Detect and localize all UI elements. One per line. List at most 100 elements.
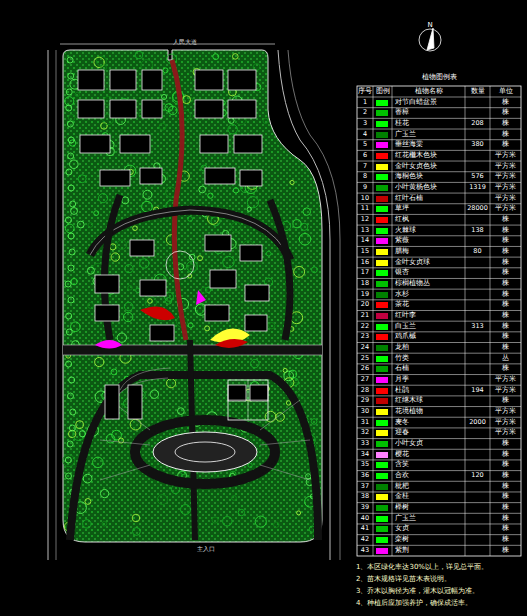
unit-cell: 株 bbox=[502, 247, 509, 257]
unit-cell: 平方米 bbox=[495, 172, 516, 182]
legend-swatch bbox=[376, 494, 388, 500]
row-number: 16 bbox=[361, 258, 369, 268]
legend-swatch bbox=[376, 462, 388, 468]
row-number: 43 bbox=[361, 546, 369, 556]
row-number: 31 bbox=[361, 418, 369, 428]
plant-name: 樱花 bbox=[395, 450, 409, 460]
unit-cell: 株 bbox=[502, 290, 509, 300]
quantity-cell: 138 bbox=[471, 226, 483, 236]
row-number: 42 bbox=[361, 535, 369, 545]
plant-name: 红花檵木色块 bbox=[395, 151, 437, 161]
legend-swatch bbox=[376, 356, 388, 362]
row-number: 7 bbox=[363, 162, 367, 172]
row-number: 2 bbox=[363, 108, 367, 118]
quantity-cell: 208 bbox=[471, 119, 483, 129]
row-number: 33 bbox=[361, 439, 369, 449]
row-number: 1 bbox=[363, 98, 367, 108]
legend-swatch bbox=[376, 164, 388, 170]
plant-name: 石楠 bbox=[395, 364, 409, 374]
legend-swatch bbox=[376, 398, 388, 404]
unit-cell: 株 bbox=[502, 503, 509, 513]
plant-name: 银杏 bbox=[395, 268, 409, 278]
unit-cell: 平方米 bbox=[495, 194, 516, 204]
plant-name: 鸡爪槭 bbox=[395, 332, 416, 342]
legend-swatch bbox=[376, 430, 388, 436]
unit-cell: 平方米 bbox=[495, 162, 516, 172]
unit-cell: 株 bbox=[502, 322, 509, 332]
row-number: 28 bbox=[361, 386, 369, 396]
table-header: 序号 bbox=[358, 87, 372, 97]
unit-cell: 株 bbox=[502, 108, 509, 118]
legend-swatch bbox=[376, 548, 388, 554]
legend-swatch bbox=[376, 324, 388, 330]
plant-name: 龙柏 bbox=[395, 343, 409, 353]
row-number: 23 bbox=[361, 332, 369, 342]
row-number: 14 bbox=[361, 236, 369, 246]
legend-swatch bbox=[376, 366, 388, 372]
legend-swatch bbox=[376, 238, 388, 244]
plant-name: 茶花 bbox=[395, 300, 409, 310]
unit-cell: 株 bbox=[502, 300, 509, 310]
plant-name: 金叶女贞色块 bbox=[395, 162, 437, 172]
entrance-label: 主入口 bbox=[197, 544, 215, 553]
row-number: 3 bbox=[363, 119, 367, 129]
plant-name: 香樟 bbox=[395, 108, 409, 118]
unit-cell: 株 bbox=[502, 236, 509, 246]
plant-name: 金叶女贞球 bbox=[395, 258, 430, 268]
legend-swatch bbox=[376, 473, 388, 479]
plant-name: 桂花 bbox=[395, 119, 409, 129]
plant-name: 草坪 bbox=[395, 204, 409, 214]
unit-cell: 株 bbox=[502, 482, 509, 492]
legend-swatch bbox=[376, 121, 388, 127]
legend-swatch bbox=[376, 228, 388, 234]
row-number: 10 bbox=[361, 194, 369, 204]
row-number: 38 bbox=[361, 492, 369, 502]
legend-swatch bbox=[376, 345, 388, 351]
quantity-cell: 194 bbox=[471, 386, 483, 396]
plant-name: 火棘球 bbox=[395, 226, 416, 236]
table-header: 植物名称 bbox=[415, 87, 443, 97]
row-number: 30 bbox=[361, 407, 369, 417]
legend-swatch bbox=[376, 388, 388, 394]
plant-name: 海桐色块 bbox=[395, 172, 423, 182]
plant-name: 合欢 bbox=[395, 471, 409, 481]
legend-swatch bbox=[376, 260, 388, 266]
quantity-cell: 120 bbox=[471, 471, 483, 481]
unit-cell: 株 bbox=[502, 311, 509, 321]
unit-cell: 丛 bbox=[502, 354, 509, 364]
plant-name: 水杉 bbox=[395, 290, 409, 300]
unit-cell: 株 bbox=[502, 98, 509, 108]
legend-swatch bbox=[376, 196, 388, 202]
legend-swatch bbox=[376, 452, 388, 458]
row-number: 18 bbox=[361, 279, 369, 289]
unit-cell: 平方米 bbox=[495, 428, 516, 438]
plant-name: 广玉兰 bbox=[395, 514, 416, 524]
note-text: 1、本区绿化率达30%以上，详见总平面。 bbox=[356, 562, 488, 572]
row-number: 26 bbox=[361, 364, 369, 374]
row-number: 17 bbox=[361, 268, 369, 278]
unit-cell: 株 bbox=[502, 140, 509, 150]
unit-cell: 株 bbox=[502, 460, 509, 470]
row-number: 29 bbox=[361, 396, 369, 406]
row-number: 39 bbox=[361, 503, 369, 513]
row-number: 41 bbox=[361, 524, 369, 534]
unit-cell: 株 bbox=[502, 546, 509, 556]
legend-swatch bbox=[376, 270, 388, 276]
row-number: 21 bbox=[361, 311, 369, 321]
plant-name: 竹类 bbox=[395, 354, 409, 364]
note-text: 3、乔木以胸径为准，灌木以冠幅为准。 bbox=[356, 586, 479, 596]
unit-cell: 株 bbox=[502, 130, 509, 140]
quantity-cell: 2000 bbox=[469, 418, 486, 428]
row-number: 9 bbox=[363, 183, 367, 193]
unit-cell: 株 bbox=[502, 439, 509, 449]
unit-cell: 株 bbox=[502, 492, 509, 502]
road-name: 人民大道 bbox=[173, 37, 197, 46]
plant-name: 棕榈植物丛 bbox=[395, 279, 430, 289]
legend-swatch bbox=[376, 292, 388, 298]
unit-cell: 株 bbox=[502, 514, 509, 524]
table-title: 植物图例表 bbox=[422, 72, 457, 82]
legend-swatch bbox=[376, 526, 388, 532]
note-text: 2、苗木规格详见苗木表说明。 bbox=[356, 574, 451, 584]
plant-name: 紫荆 bbox=[395, 546, 409, 556]
unit-cell: 平方米 bbox=[495, 418, 516, 428]
